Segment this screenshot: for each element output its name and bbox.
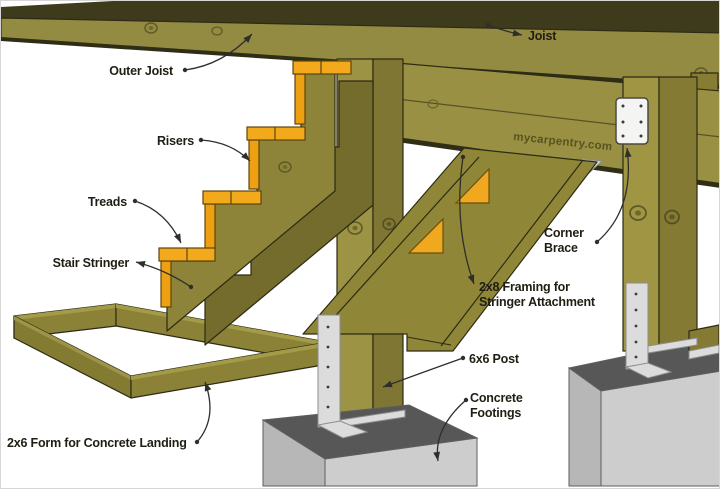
leader-dot — [460, 154, 466, 160]
leader-arrowhead — [624, 148, 632, 158]
label-treads: Treads — [88, 195, 182, 244]
label-text-treads: Treads — [88, 195, 127, 209]
leader-line — [134, 200, 182, 244]
leader-arrowhead — [383, 380, 393, 388]
label-text-corner-brace: Brace — [544, 241, 578, 255]
leader-dot — [188, 284, 194, 290]
riser-board — [248, 139, 260, 190]
tread-board — [202, 190, 262, 205]
outer-joist-board — [1, 17, 719, 88]
stringer-attachment-framing-2x8 — [302, 147, 598, 352]
left-concrete-footing — [261, 404, 479, 487]
tread-board — [246, 126, 306, 141]
riser-board — [294, 73, 306, 125]
label-text-risers: Risers — [157, 134, 194, 148]
deck-boards-edge — [1, 1, 719, 33]
label-text-corner-brace: Corner — [544, 226, 584, 240]
label-text-outer-joist: Outer Joist — [109, 64, 174, 78]
label-risers: Risers — [157, 134, 251, 162]
leader-dot — [198, 137, 204, 143]
label-post-6x6: 6x6 Post — [382, 352, 520, 388]
stair-treads-and-risers — [158, 60, 352, 308]
riser-board — [160, 260, 172, 308]
tread-board — [292, 60, 352, 75]
leader-arrowhead — [204, 382, 212, 392]
leader-arrowhead — [512, 29, 522, 37]
leader-dot — [460, 355, 466, 361]
leader-dot — [594, 239, 600, 245]
label-text-framing-2x8: Stringer Attachment — [479, 295, 596, 309]
label-stair-stringer: Stair Stringer — [53, 256, 194, 290]
label-text-form-2x6: 2x6 Form for Concrete Landing — [7, 436, 187, 450]
label-text-framing-2x8: 2x8 Framing for — [479, 280, 570, 294]
leader-dot — [132, 198, 138, 204]
leader-arrowhead — [241, 152, 250, 161]
far-right-anchor-cap — [688, 344, 719, 360]
left-post-anchor — [316, 314, 406, 439]
riser-board — [204, 203, 216, 250]
leader-arrowhead — [433, 451, 440, 461]
label-outer-joist: Outer Joist — [109, 33, 253, 78]
leader-dot — [485, 22, 491, 28]
middle-stringer-step — [407, 217, 444, 254]
leader-line — [459, 156, 475, 285]
leader-arrowhead — [243, 34, 252, 43]
leader-line — [200, 139, 251, 162]
leader-dot — [194, 439, 200, 445]
leader-arrowhead — [467, 274, 475, 284]
middle-stringer-step — [454, 167, 490, 204]
leader-dot — [182, 67, 188, 73]
corner-brace-plate — [615, 97, 649, 145]
label-text-concrete-footings: Concrete — [470, 391, 523, 405]
leader-dot — [463, 397, 469, 403]
label-text-concrete-footings: Footings — [470, 406, 521, 420]
leader-line — [596, 147, 630, 243]
label-text-stair-stringer: Stair Stringer — [53, 256, 130, 270]
leader-arrowhead — [136, 261, 146, 268]
label-joist: Joist — [485, 22, 557, 43]
label-text-post-6x6: 6x6 Post — [469, 352, 520, 366]
leader-line — [196, 381, 211, 443]
label-text-joist: Joist — [528, 29, 557, 43]
leader-arrowhead — [174, 233, 181, 243]
right-post-anchor — [624, 282, 698, 379]
label-form-2x6: 2x6 Form for Concrete Landing — [7, 381, 212, 450]
